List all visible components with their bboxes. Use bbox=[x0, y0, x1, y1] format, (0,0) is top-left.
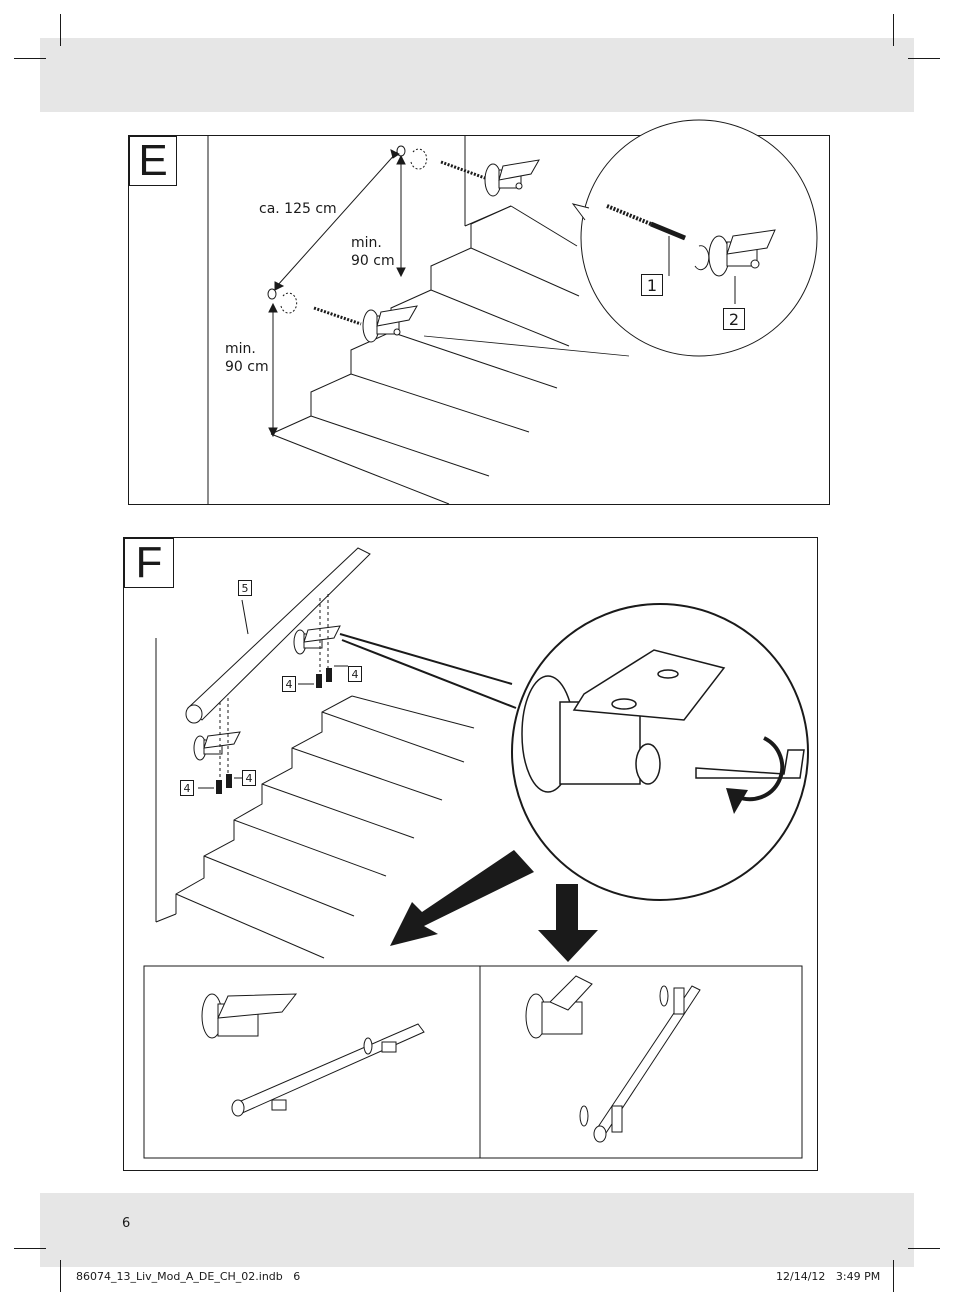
crop-mark bbox=[908, 58, 940, 59]
part-label-5: 5 bbox=[238, 580, 252, 596]
figure-e-label: E bbox=[129, 136, 177, 186]
part-label-1: 1 bbox=[641, 274, 663, 296]
crop-mark bbox=[14, 58, 46, 59]
figure-e-drawing bbox=[207, 119, 818, 505]
crop-mark bbox=[908, 1248, 940, 1249]
crop-mark bbox=[893, 1260, 894, 1292]
figure-f-drawing bbox=[143, 547, 809, 1159]
crop-mark bbox=[14, 1248, 46, 1249]
crop-mark bbox=[60, 14, 61, 46]
figure-f-label: F bbox=[124, 538, 174, 588]
page-number: 6 bbox=[122, 1216, 131, 1231]
part-label-4: 4 bbox=[348, 666, 362, 682]
dimension-lower: min. 90 cm bbox=[225, 341, 269, 375]
part-label-4: 4 bbox=[282, 676, 296, 692]
part-label-2: 2 bbox=[723, 308, 745, 330]
part-label-4: 4 bbox=[180, 780, 194, 796]
figure-e-panel: E ca. 125 cm min. 90 cm min. 90 cm 1 2 bbox=[128, 119, 830, 505]
print-timestamp: 12/14/12 3:49 PM bbox=[776, 1270, 881, 1283]
part-label-4: 4 bbox=[242, 770, 256, 786]
crop-mark bbox=[60, 1260, 61, 1292]
footer-band bbox=[40, 1193, 914, 1267]
figure-f-panel: F 5 4 4 4 4 bbox=[123, 537, 818, 1171]
dimension-upper: min. 90 cm bbox=[351, 235, 395, 269]
print-file-name: 86074_13_Liv_Mod_A_DE_CH_02.indb 6 bbox=[76, 1270, 301, 1283]
header-band bbox=[40, 38, 914, 112]
dimension-diagonal: ca. 125 cm bbox=[259, 201, 337, 217]
crop-mark bbox=[893, 14, 894, 46]
